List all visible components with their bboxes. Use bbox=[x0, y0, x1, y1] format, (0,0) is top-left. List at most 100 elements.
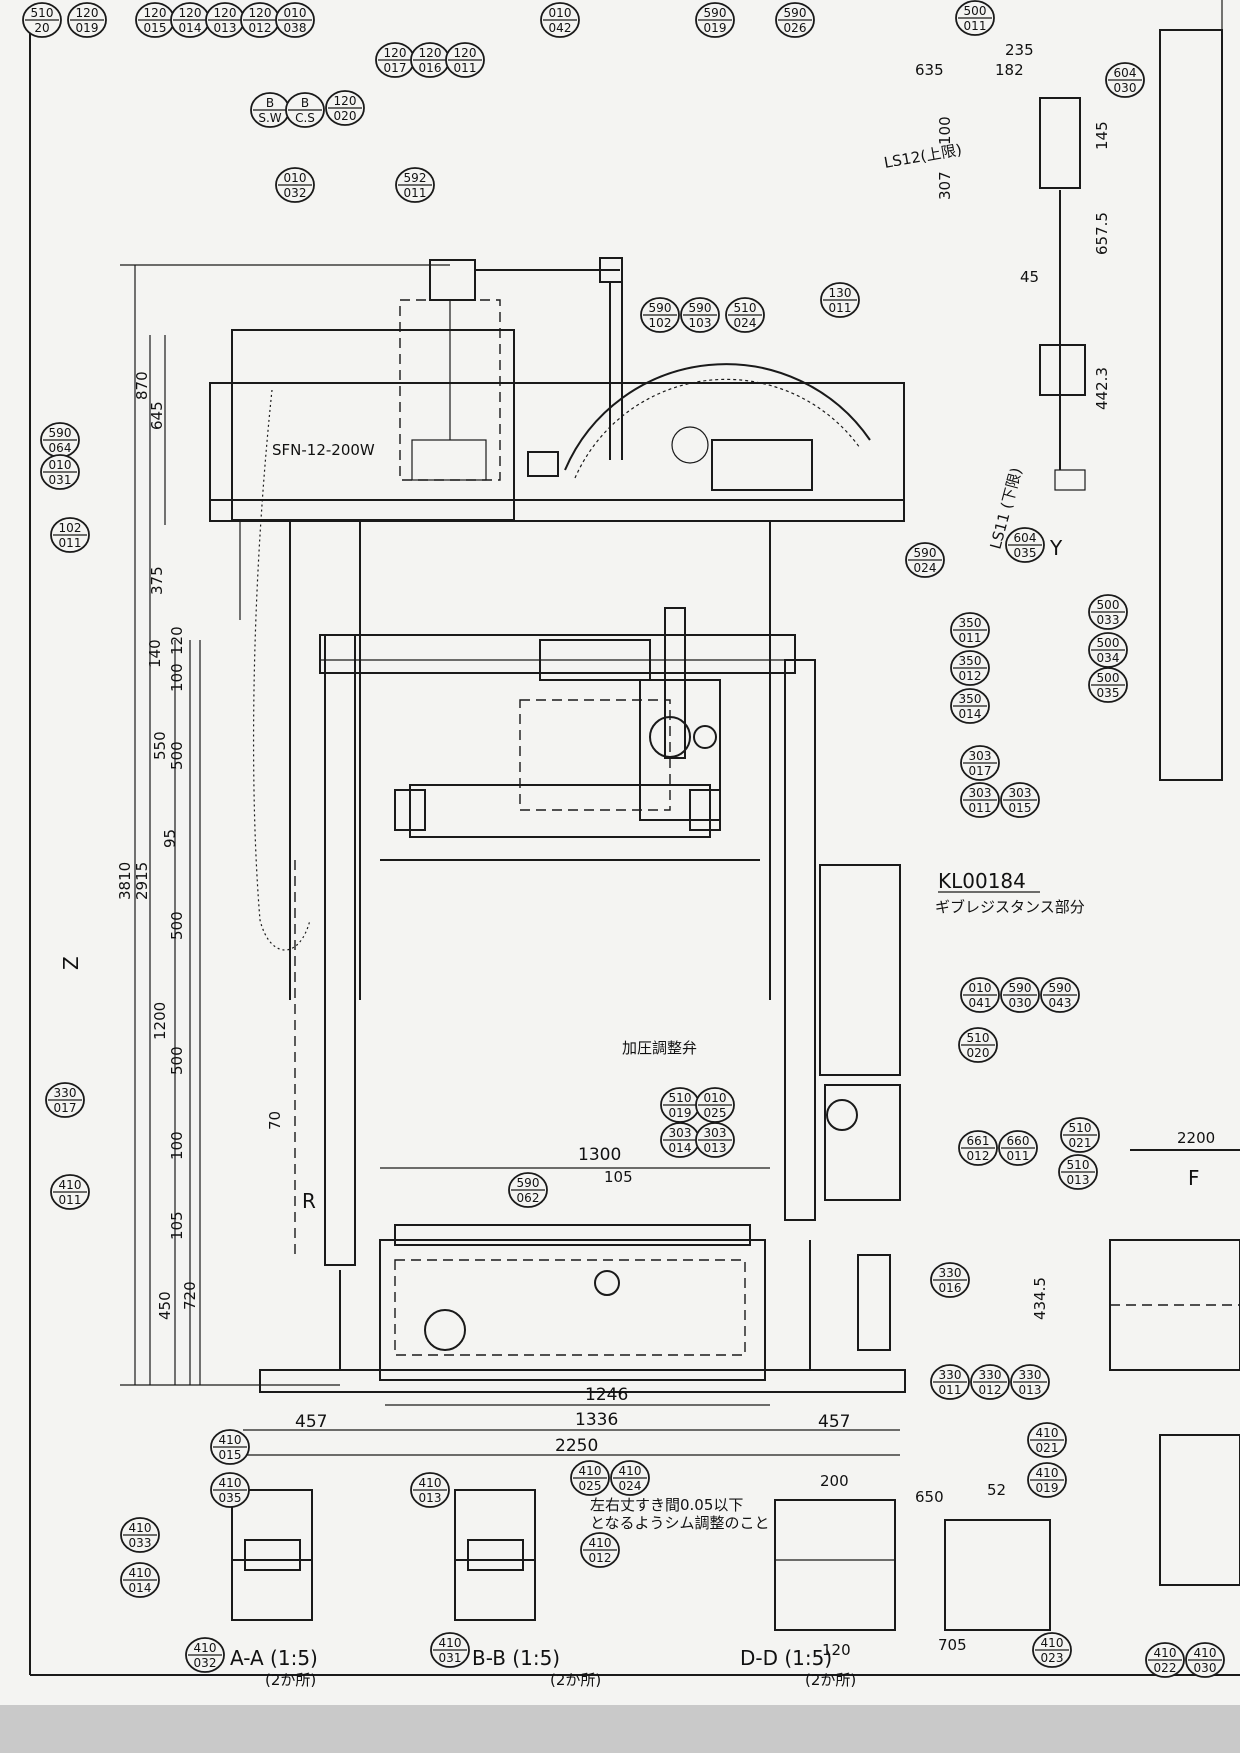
balloon-top: 510 bbox=[1067, 1158, 1090, 1172]
balloon-top: 010 bbox=[549, 6, 572, 20]
balloon-top: 010 bbox=[969, 981, 992, 995]
balloon-bottom: 013 bbox=[704, 1141, 727, 1155]
balloon-top: 120 bbox=[76, 6, 99, 20]
balloon-top: 500 bbox=[1097, 636, 1120, 650]
balloon-top: 010 bbox=[704, 1091, 727, 1105]
dim-140: 140 bbox=[146, 639, 164, 668]
balloon-bottom: 030 bbox=[1194, 1661, 1217, 1675]
dim-100b: 100 bbox=[168, 1131, 186, 1160]
balloon-bottom: 032 bbox=[194, 1656, 217, 1670]
balloon-bottom: 030 bbox=[1114, 81, 1137, 95]
balloon-top: 130 bbox=[829, 286, 852, 300]
balloon-top: 350 bbox=[959, 692, 982, 706]
section-aa bbox=[231, 1489, 313, 1621]
balloon-top: B bbox=[266, 96, 274, 110]
dim-650: 650 bbox=[915, 1488, 944, 1506]
view-mark-z: Z bbox=[59, 956, 83, 970]
dim-457a: 457 bbox=[295, 1412, 327, 1432]
balloon-bottom: 035 bbox=[1014, 546, 1037, 560]
balloon-bottom: 035 bbox=[1097, 686, 1120, 700]
balloon-top: 410 bbox=[1194, 1646, 1217, 1660]
balloon-bottom: 011 bbox=[59, 536, 82, 550]
dim-182: 182 bbox=[995, 61, 1024, 79]
balloon-bottom: 023 bbox=[1041, 1651, 1064, 1665]
balloon-top: 660 bbox=[1007, 1134, 1030, 1148]
balloon-bottom: 020 bbox=[967, 1046, 990, 1060]
dim-1336: 1336 bbox=[575, 1410, 618, 1430]
balloon-top: 120 bbox=[334, 94, 357, 108]
balloon-top: 303 bbox=[704, 1126, 727, 1140]
clearance-note-2: となるようシム調整のこと bbox=[590, 1514, 770, 1532]
balloon-top: 303 bbox=[1009, 786, 1032, 800]
dim-2915: 2915 bbox=[133, 862, 151, 900]
dim-105a: 105 bbox=[168, 1211, 186, 1240]
balloon-top: 010 bbox=[49, 458, 72, 472]
balloon-bottom: 025 bbox=[704, 1106, 727, 1120]
balloon-top: 500 bbox=[964, 4, 987, 18]
balloon-bottom: 011 bbox=[959, 631, 982, 645]
balloon-bottom: 043 bbox=[1049, 996, 1072, 1010]
balloon-bottom: 062 bbox=[517, 1191, 540, 1205]
side-view-top bbox=[1039, 29, 1223, 781]
dim-120: 120 bbox=[168, 626, 186, 655]
balloon-bottom: 011 bbox=[829, 301, 852, 315]
dim-120b: 120 bbox=[822, 1641, 851, 1659]
balloon-top: 102 bbox=[59, 521, 82, 535]
balloon-top: 120 bbox=[214, 6, 237, 20]
balloon-bottom: 013 bbox=[419, 1491, 442, 1505]
balloon-top: 590 bbox=[49, 426, 72, 440]
balloon-top: 350 bbox=[959, 654, 982, 668]
gib-resistance-note: ギブレジスタンス部分 bbox=[935, 898, 1085, 916]
balloon-bottom: 012 bbox=[979, 1383, 1002, 1397]
balloon-bottom: 014 bbox=[959, 707, 982, 721]
saddle bbox=[319, 607, 796, 861]
dim-95: 95 bbox=[161, 829, 179, 848]
balloon-top: 410 bbox=[579, 1464, 602, 1478]
balloon-bottom: 20 bbox=[34, 21, 49, 35]
balloon-bottom: 032 bbox=[284, 186, 307, 200]
head-cover bbox=[209, 329, 905, 620]
balloon-bottom: 015 bbox=[1009, 801, 1032, 815]
balloon-top: 330 bbox=[939, 1368, 962, 1382]
balloon-bottom: 017 bbox=[384, 61, 407, 75]
balloon-top: 590 bbox=[517, 1176, 540, 1190]
balloon-top: 410 bbox=[129, 1566, 152, 1580]
dim-4345: 434.5 bbox=[1031, 1277, 1049, 1320]
balloon-bottom: 022 bbox=[1154, 1661, 1177, 1675]
balloon-top: 590 bbox=[649, 301, 672, 315]
balloon-top: 410 bbox=[419, 1476, 442, 1490]
balloon-bottom: S.W bbox=[258, 111, 281, 125]
columns bbox=[289, 520, 816, 1266]
dim-375: 375 bbox=[148, 566, 166, 595]
base-table bbox=[259, 1084, 906, 1393]
balloon-bottom: 013 bbox=[214, 21, 237, 35]
balloon-top: 350 bbox=[959, 616, 982, 630]
balloon-bottom: 011 bbox=[59, 1193, 82, 1207]
